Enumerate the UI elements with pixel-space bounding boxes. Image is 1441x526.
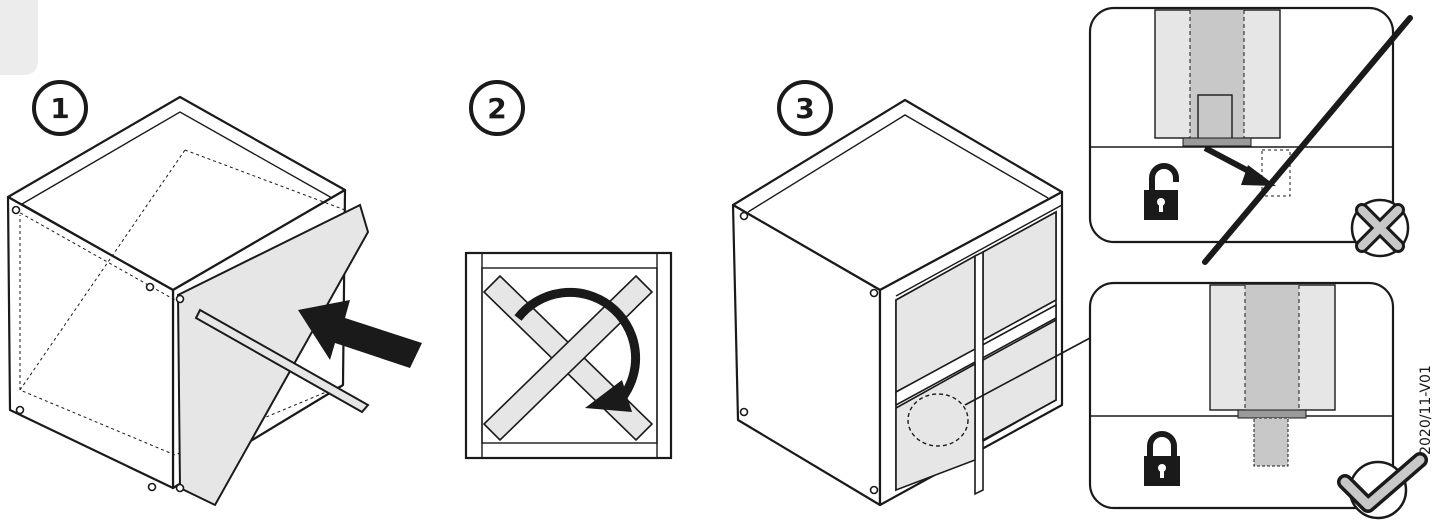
step-1-badge: 1	[32, 80, 88, 136]
misplace-arrow-icon	[1203, 145, 1276, 186]
detail-callout-circle	[907, 393, 969, 447]
detail-panel-wrong	[1088, 6, 1413, 265]
step-2-number: 2	[487, 92, 506, 125]
step-2-figure: 2	[464, 80, 673, 460]
detail-panel-correct	[1088, 281, 1428, 520]
rotate-arrow-icon	[514, 287, 641, 412]
step-1-number: 1	[50, 92, 69, 125]
wrong-slash	[1202, 15, 1413, 265]
step-3-number: 3	[795, 92, 814, 125]
step-1-figure: 1	[6, 80, 422, 507]
push-arrow-icon	[298, 300, 422, 368]
corner-tab	[0, 0, 38, 75]
step-3-figure: 3	[731, 80, 1091, 507]
cube-3-compartments	[895, 210, 1057, 496]
step-3-badge: 3	[777, 80, 833, 136]
cross-mark-icon	[1350, 198, 1410, 258]
document-code: 2020/11-V01	[1418, 365, 1434, 455]
check-mark-icon	[1337, 452, 1428, 520]
locked-padlock-icon	[1144, 431, 1180, 486]
unlocked-padlock-icon	[1144, 163, 1179, 220]
step-2-badge: 2	[469, 80, 525, 136]
